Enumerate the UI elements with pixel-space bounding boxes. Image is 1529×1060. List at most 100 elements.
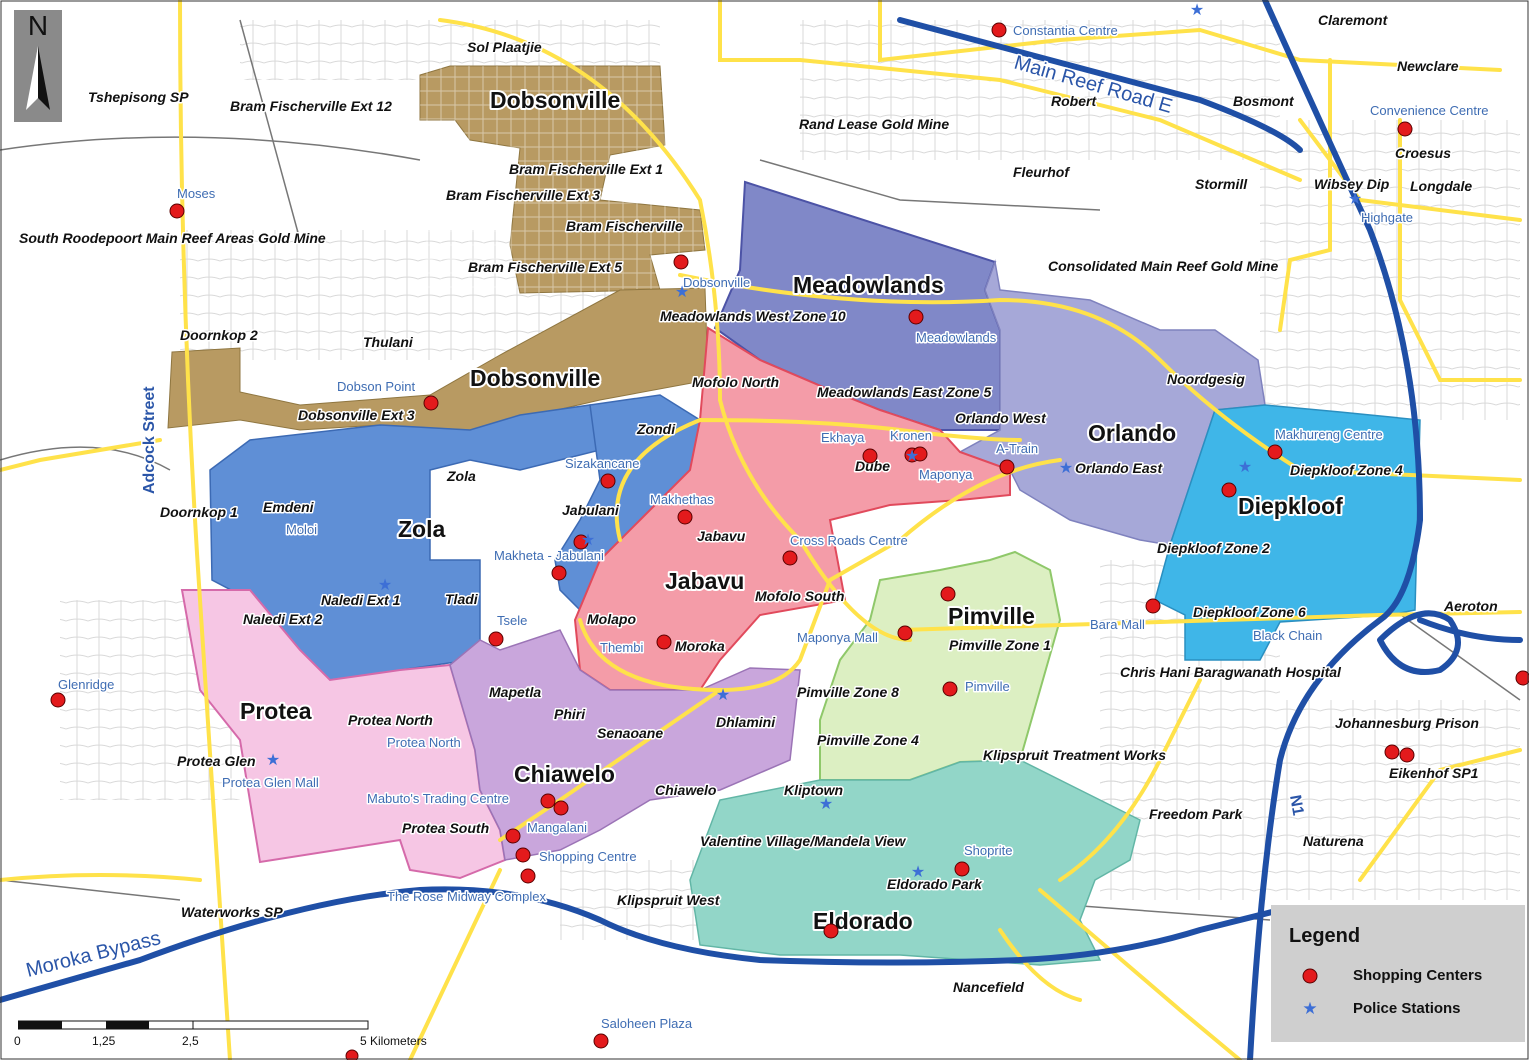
facility-label: Dobsonville <box>683 275 750 290</box>
shopping-center-marker[interactable] <box>823 923 839 939</box>
facility-label: Protea North <box>387 735 461 750</box>
place-label: South Roodepoort Main Reef Areas Gold Mi… <box>19 230 326 246</box>
legend-title: Legend <box>1289 925 1361 947</box>
shopping-center-marker[interactable] <box>991 22 1007 38</box>
shopping-center-marker[interactable] <box>677 509 693 525</box>
shopping-center-marker[interactable] <box>999 459 1015 475</box>
police-station-marker[interactable]: ★ <box>911 862 925 881</box>
police-station-marker[interactable]: ★ <box>1190 0 1204 19</box>
police-station-marker[interactable]: ★ <box>1348 189 1362 208</box>
facility-label: Makheta - Jabulani <box>494 548 604 563</box>
region-diepkloof[interactable] <box>1154 404 1421 661</box>
shopping-center-marker[interactable] <box>573 534 589 550</box>
shopping-center-marker[interactable] <box>553 800 569 816</box>
place-label: Aeroton <box>1443 598 1498 614</box>
shopping-center-marker[interactable] <box>1145 598 1161 614</box>
place-label: Diepkloof Zone 4 <box>1290 462 1403 478</box>
police-station-marker[interactable]: ★ <box>905 446 919 465</box>
shopping-center-marker[interactable] <box>1384 744 1400 760</box>
police-station-marker[interactable]: ★ <box>378 575 392 594</box>
police-station-marker[interactable]: ★ <box>675 282 689 301</box>
shopping-center-marker[interactable] <box>423 395 439 411</box>
place-label: Bram Fischerville Ext 1 <box>509 161 663 177</box>
place-label: Senaoane <box>597 725 663 741</box>
shopping-center-marker[interactable] <box>50 692 66 708</box>
place-label: Naturena <box>1303 833 1364 849</box>
facility-label: Protea Glen Mall <box>222 775 319 790</box>
police-station-marker[interactable]: ★ <box>1238 457 1252 476</box>
shopping-center-marker[interactable] <box>1515 670 1529 686</box>
shopping-center-marker[interactable] <box>954 861 970 877</box>
facility-label: Shoprite <box>964 843 1012 858</box>
shopping-center-marker[interactable] <box>908 309 924 325</box>
place-label: Jabavu <box>697 528 746 544</box>
shopping-center-marker[interactable] <box>656 634 672 650</box>
facility-label: Bara Mall <box>1090 617 1145 632</box>
place-label: Valentine Village/Mandela View <box>700 833 907 849</box>
highway-main-reef <box>897 17 1303 153</box>
legend: Legend Shopping Centers ★ Police Station… <box>1271 905 1525 1042</box>
facility-labels: Constantia Centre Convenience Centre Hig… <box>57 22 1491 1033</box>
facility-label: Makhethas <box>650 492 714 507</box>
police-station-icon: ★ <box>1302 999 1318 1019</box>
place-label: Dube <box>855 458 890 474</box>
shopping-center-marker[interactable] <box>940 586 956 602</box>
shopping-center-marker[interactable] <box>515 847 531 863</box>
shopping-center-marker[interactable] <box>782 550 798 566</box>
place-label: Diepkloof Zone 6 <box>1193 604 1306 620</box>
shopping-center-marker[interactable] <box>540 793 556 809</box>
facility-label: Pimville <box>965 679 1010 694</box>
shopping-center-marker[interactable] <box>345 1049 359 1060</box>
police-station-marker[interactable]: ★ <box>266 750 280 769</box>
shopping-center-marker[interactable] <box>600 473 616 489</box>
shopping-center-marker[interactable] <box>593 1033 609 1049</box>
facility-label: Thembi <box>600 640 643 655</box>
shopping-center-marker[interactable] <box>862 448 878 464</box>
place-label: Mofolo North <box>692 374 779 390</box>
facility-label: Saloheen Plaza <box>601 1016 693 1031</box>
place-label: Nancefield <box>953 979 1024 995</box>
police-stations: ★ ★ ★ ★ ★ ★ ★ ★ ★ ★ ★ ★ <box>266 0 1362 881</box>
facility-label: A-Train <box>996 441 1038 456</box>
shopping-center-marker[interactable] <box>1221 482 1237 498</box>
shopping-center-marker[interactable] <box>942 681 958 697</box>
facility-label: Highgate <box>1361 210 1413 225</box>
place-label: Chiawelo <box>655 782 717 798</box>
place-label: Meadowlands West Zone 10 <box>660 308 846 324</box>
place-label: Doornkop 2 <box>180 327 258 343</box>
place-label: Newclare <box>1397 58 1459 74</box>
place-labels: Sol Plaatjie Tshepisong SP Bram Fischerv… <box>18 11 1500 997</box>
place-label: Doornkop 1 <box>160 504 238 520</box>
police-station-marker[interactable]: ★ <box>716 685 730 704</box>
police-station-marker[interactable]: ★ <box>1059 458 1073 477</box>
shopping-center-marker[interactable] <box>505 828 521 844</box>
region-label-chiawelo: Chiawelo <box>514 761 615 787</box>
facility-label: Moses <box>177 186 216 201</box>
shopping-center-marker[interactable] <box>551 565 567 581</box>
shopping-center-marker[interactable] <box>1267 444 1283 460</box>
scale-tick-3: 5 Kilometers <box>360 1034 427 1048</box>
shopping-center-marker[interactable] <box>897 625 913 641</box>
police-station-marker[interactable]: ★ <box>581 530 595 549</box>
shopping-center-marker[interactable] <box>169 203 185 219</box>
place-label: Tshepisong SP <box>88 89 189 105</box>
region-label-dobsonville-south: Dobsonville <box>470 365 600 391</box>
region-label-diepkloof: Diepkloof <box>1238 493 1343 519</box>
shopping-center-marker[interactable] <box>912 446 928 462</box>
region-label-jabavu: Jabavu <box>665 568 744 594</box>
place-label: Chris Hani Baragwanath Hospital <box>1120 664 1342 680</box>
facility-label: Constantia Centre <box>1013 23 1118 38</box>
facility-label: Meadowlands <box>916 330 997 345</box>
shopping-center-marker[interactable] <box>1399 747 1415 763</box>
region-label-meadowlands: Meadowlands <box>793 272 944 298</box>
place-label: Naledi Ext 1 <box>321 592 401 608</box>
shopping-center-marker[interactable] <box>1397 121 1413 137</box>
region-eldorado[interactable] <box>689 759 1141 966</box>
shopping-center-marker[interactable] <box>488 631 504 647</box>
region-chiawelo[interactable] <box>449 629 801 861</box>
shopping-center-marker[interactable] <box>520 868 536 884</box>
shopping-center-marker[interactable] <box>673 254 689 270</box>
police-station-marker[interactable]: ★ <box>819 794 833 813</box>
scale-bar: 0 1,25 2,5 5 Kilometers <box>14 1018 434 1058</box>
